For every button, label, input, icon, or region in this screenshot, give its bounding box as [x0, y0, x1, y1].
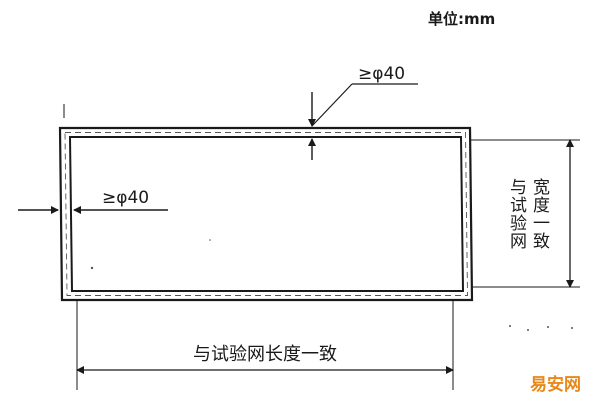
- length-dimension: 与试验网长度一致: [76, 300, 454, 390]
- left-diameter-callout: ≥φ40: [18, 188, 168, 214]
- frame-centerline: [64, 132, 468, 296]
- width-label-col1: 与试验网: [506, 178, 527, 250]
- scan-specks: [90, 239, 573, 331]
- width-dimension: 与试验网 宽度一致: [470, 139, 580, 288]
- watermark-logo: 易安网: [530, 375, 581, 395]
- length-label: 与试验网长度一致: [193, 344, 337, 365]
- top-diameter-callout: ≥φ40: [308, 64, 418, 160]
- top-diameter-label: ≥φ40: [358, 64, 405, 84]
- unit-label: 单位:mm: [428, 10, 496, 28]
- left-diameter-label: ≥φ40: [102, 188, 149, 208]
- frame-outer-contour: [58, 126, 474, 302]
- width-label-col2: 宽度一致: [529, 178, 550, 250]
- frame-inner-contour: [68, 136, 465, 292]
